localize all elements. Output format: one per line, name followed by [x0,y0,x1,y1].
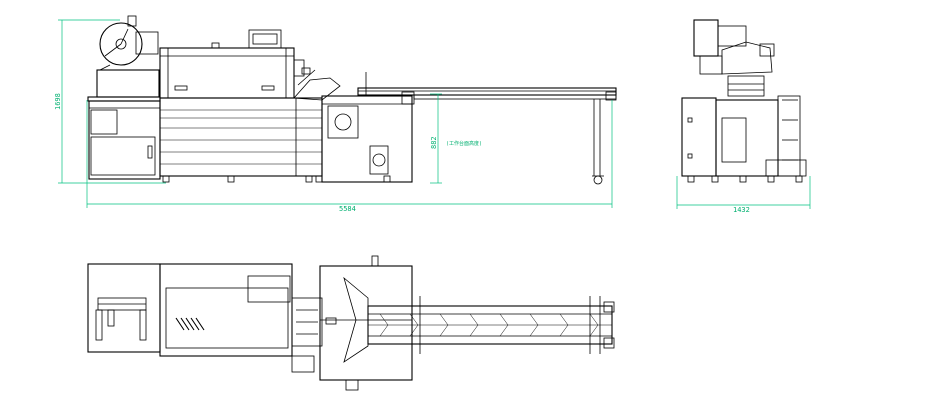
front-feet [162,175,391,183]
top-sealing-unit [319,265,413,381]
front-dimensions: 1698 5584 882 (工作台面高度) [54,19,613,213]
side-view [681,19,807,183]
left-housing [96,69,160,98]
top-control-box [248,29,282,49]
dimension-conveyor-note: (工作台面高度) [446,140,482,147]
dimension-conveyor-height: 882 [430,136,438,149]
top-main-housing [159,263,293,357]
side-frame [715,99,779,177]
infeed-conveyor [357,87,617,185]
top-conveyor [367,296,615,354]
top-control-box [247,275,291,303]
main-housing [159,47,295,99]
dimension-total-length: 5584 [339,205,356,213]
conveyor-caster [593,175,603,185]
operator-wheel [369,145,389,175]
infeed-frame [321,95,413,183]
dimension-front-height: 1698 [54,93,62,110]
left-cabinet [88,100,161,180]
side-dimensions: 1432 [676,176,811,214]
side-feet [687,175,803,183]
side-cabinet-left [681,97,717,177]
dimension-side-width: 1432 [733,206,750,214]
front-view [87,15,617,185]
top-view [87,255,615,391]
main-frame [159,97,323,177]
film-reel [99,15,159,71]
top-vent-slots [175,317,205,331]
top-left-block [87,263,161,353]
